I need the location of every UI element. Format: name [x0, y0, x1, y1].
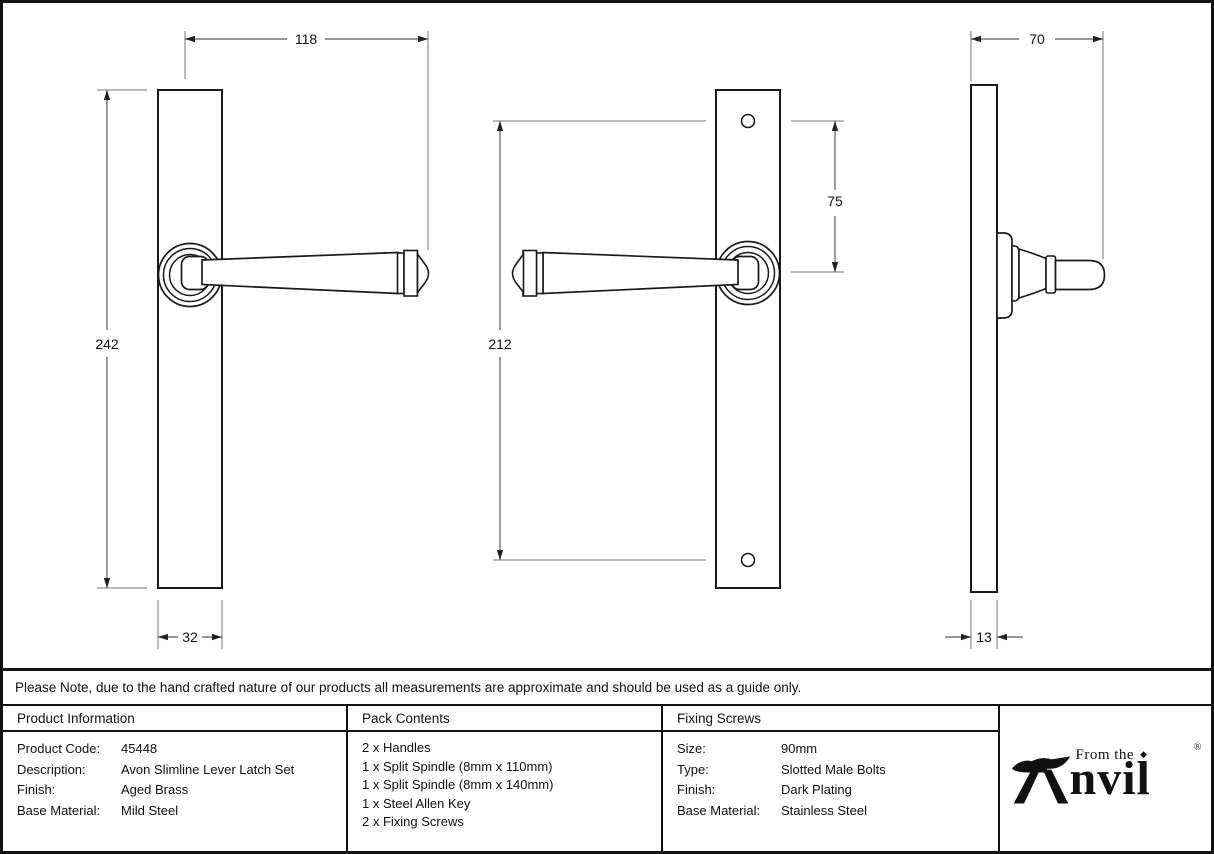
row-value: Stainless Steel [781, 802, 867, 818]
list-item: 1 x Split Spindle (8mm x 140mm) [362, 777, 554, 793]
lever-collar [396, 252, 405, 295]
list-item: 2 x Fixing Screws [362, 814, 464, 830]
dim-front-width: 118 [295, 31, 318, 47]
lever-end-profile [1054, 259, 1106, 291]
side-view-drawing [970, 84, 1106, 593]
row-label: Size: [677, 741, 706, 756]
row-value: 45448 [121, 741, 158, 756]
dim-side-depth: 70 [1029, 31, 1045, 47]
diamond-icon: ◆ [1140, 748, 1148, 759]
row-label: Base Material: [677, 802, 761, 818]
table-row: Finish: Dark Plating [677, 780, 992, 801]
list-item: 2 x Handles [362, 740, 431, 755]
middle-view-drawing [511, 89, 781, 589]
table-row: Product Code: 45448 [17, 739, 340, 760]
list-item: 1 x Steel Allen Key [362, 795, 471, 811]
pack-contents-cell: 2 x Handles 1 x Split Spindle (8mm x 110… [348, 732, 663, 851]
fixing-screws-cell: Size: 90mm Type: Slotted Male Bolts Fini… [663, 732, 1000, 851]
front-view-drawing [157, 89, 430, 589]
registered-mark: ® [1193, 741, 1202, 753]
logo-tagline-text: From the [1075, 746, 1135, 763]
header-label: Product Information [17, 710, 135, 726]
row-value: Slotted Male Bolts [781, 761, 886, 777]
row-value: Mild Steel [121, 802, 179, 818]
header-fixing-screws: Fixing Screws [663, 706, 1000, 732]
dimension-arrows [103, 35, 1103, 641]
rosette-side-profile [996, 232, 1013, 319]
lever-arm [201, 251, 399, 295]
header-product-information: Product Information [3, 706, 348, 732]
backplate-side [970, 84, 998, 593]
lever-cap [403, 249, 419, 297]
lever-arm [542, 251, 739, 295]
lever-collar [535, 252, 544, 295]
dimension-labels: 118 242 32 212 75 70 13 [95, 31, 1045, 645]
dimension-lines [106, 38, 1103, 638]
brand-logo-cell: From the ◆ ® nvil [1000, 706, 1211, 851]
row-label: Base Material: [17, 802, 101, 818]
table-row: Size: 90mm [677, 739, 992, 760]
extension-lines [97, 31, 1104, 649]
screw-hole-top [740, 113, 756, 129]
header-label: Pack Contents [362, 710, 450, 726]
logo-tagline: From the ◆ [1076, 747, 1148, 764]
row-label: Description: [17, 761, 86, 777]
backplate-middle [715, 89, 781, 589]
table-row: Description: Avon Slimline Lever Latch S… [17, 760, 340, 781]
row-value: Dark Plating [781, 782, 852, 797]
dim-side-thickness: 13 [976, 629, 992, 645]
row-label: Finish: [17, 782, 56, 797]
table-row: Type: Slotted Male Bolts [677, 760, 992, 781]
measurement-disclaimer: Please Note, due to the hand crafted nat… [3, 668, 1211, 706]
lever-tip [511, 251, 525, 295]
lever-tip [416, 251, 430, 295]
anvil-icon [1011, 756, 1070, 803]
disclaimer-text: Please Note, due to the hand crafted nat… [15, 680, 802, 695]
logo-brand-text: nvil [1069, 751, 1151, 805]
dim-plate-height: 242 [95, 336, 119, 352]
row-label: Finish: [677, 782, 716, 797]
screw-hole-bottom [740, 552, 756, 568]
table-row: Finish: Aged Brass [17, 780, 340, 801]
lever-latch-drawing: 118 242 32 212 75 70 13 [95, 31, 1106, 649]
row-label: Type: [677, 761, 709, 777]
table-row: Base Material: Mild Steel [17, 801, 340, 822]
hub-bell-profile [1018, 247, 1047, 300]
list-item: 1 x Split Spindle (8mm x 110mm) [362, 758, 553, 774]
lever-collar-profile [1045, 255, 1057, 294]
product-info-table: Product Information Pack Contents Fixing… [3, 706, 1211, 851]
dim-screw-spacing: 212 [488, 336, 512, 352]
dim-screw-to-handle: 75 [827, 193, 843, 209]
header-label: Fixing Screws [677, 710, 762, 726]
technical-drawing-area: 118 242 32 212 75 70 13 [3, 3, 1211, 668]
row-value: Avon Slimline Lever Latch Set [121, 761, 295, 777]
table-row: Base Material: Stainless Steel [677, 801, 992, 822]
rosette-ring-profile [1011, 245, 1020, 302]
row-label: Product Code: [17, 741, 101, 756]
row-value: Aged Brass [121, 782, 189, 797]
header-pack-contents: Pack Contents [348, 706, 663, 732]
from-the-anvil-logo: From the ◆ ® nvil [1010, 741, 1202, 814]
dim-plate-width: 32 [182, 629, 198, 645]
backplate-front [157, 89, 223, 589]
row-value: 90mm [781, 741, 818, 756]
lever-cap [522, 249, 538, 297]
product-information-cell: Product Code: 45448 Description: Avon Sl… [3, 732, 348, 851]
